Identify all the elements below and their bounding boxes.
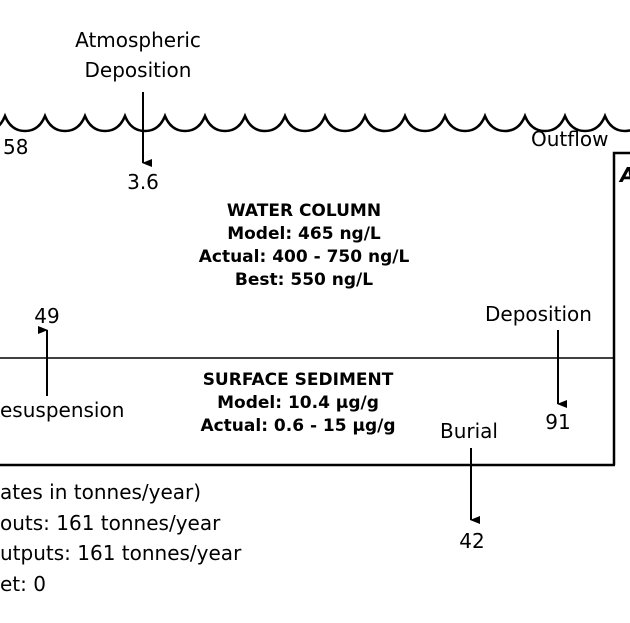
summary-outputs: utputs: 161 tonnes/year [0, 541, 242, 565]
water-surface-wave [0, 112, 630, 133]
surface-sediment-actual: Actual: 0.6 - 15 µg/g [200, 416, 396, 436]
water-column-best: Best: 550 ng/L [234, 270, 374, 290]
water-column-info: WATER COLUMN Model: 465 ng/L Actual: 400… [199, 200, 410, 292]
water-column-title: WATER COLUMN [226, 201, 382, 221]
deposition-label: Deposition [485, 302, 592, 326]
box-a-label: A [620, 165, 630, 185]
surface-sediment-info: SURFACE SEDIMENT Model: 10.4 µg/g Actual… [200, 369, 395, 438]
resuspension-label: esuspension [0, 398, 125, 422]
summary-units: ates in tonnes/year) [0, 480, 202, 504]
water-column-actual: Actual: 400 - 750 ng/L [198, 247, 410, 267]
surface-sediment-title: SURFACE SEDIMENT [202, 370, 394, 390]
summary-net: et: 0 [0, 572, 46, 596]
box-a-outline [612, 151, 630, 465]
atmospheric-label-line1: Atmospheric [75, 28, 201, 52]
burial-label: Burial [440, 419, 498, 443]
inflow-value: 58 [3, 135, 29, 159]
outflow-label: Outflow [531, 127, 609, 151]
surface-sediment-model: Model: 10.4 µg/g [217, 393, 379, 413]
burial-value: 42 [459, 529, 485, 553]
resuspension-value: 49 [34, 304, 60, 328]
atmospheric-label-line2: Deposition [84, 58, 192, 82]
summary-inputs: outs: 161 tonnes/year [0, 511, 221, 535]
deposition-value: 91 [545, 410, 571, 434]
water-column-model: Model: 465 ng/L [227, 224, 381, 244]
atmospheric-value: 3.6 [127, 170, 159, 194]
